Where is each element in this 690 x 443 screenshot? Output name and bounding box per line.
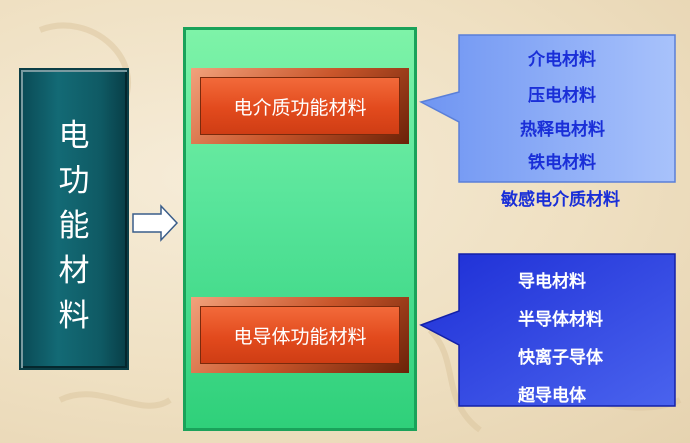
subtype-item: 介电材料 [528,50,596,70]
conductor-materials-label: 电导体功能材料 [191,297,409,373]
dielectric-subtypes-panel: 介电材料 压电材料 热释电材料 铁电材料 敏感电介质材料 [419,34,676,210]
title-char: 能 [58,208,90,244]
dielectric-materials-text: 电介质功能材料 [200,77,400,135]
subtype-item: 敏感电介质材料 [501,190,620,210]
conductor-materials-text: 电导体功能材料 [200,306,400,364]
title-char: 功 [58,163,90,199]
subtype-item: 超导电体 [518,386,586,406]
main-category-box: 电 功 能 材 料 [19,68,129,370]
subtype-item: 铁电材料 [528,153,596,173]
right-arrow-icon [132,204,179,242]
title-char: 料 [58,298,90,334]
subtype-item: 热释电材料 [520,120,605,140]
subtype-item: 半导体材料 [518,310,603,330]
title-char: 材 [58,253,90,289]
conductor-subtypes-panel: 导电材料 半导体材料 快离子导体 超导电体 [419,253,676,409]
subtype-item: 压电材料 [528,86,596,106]
title-char: 电 [58,118,90,154]
dielectric-materials-label: 电介质功能材料 [191,68,409,144]
subtype-item: 快离子导体 [518,348,603,368]
subtype-item: 导电材料 [518,272,586,292]
